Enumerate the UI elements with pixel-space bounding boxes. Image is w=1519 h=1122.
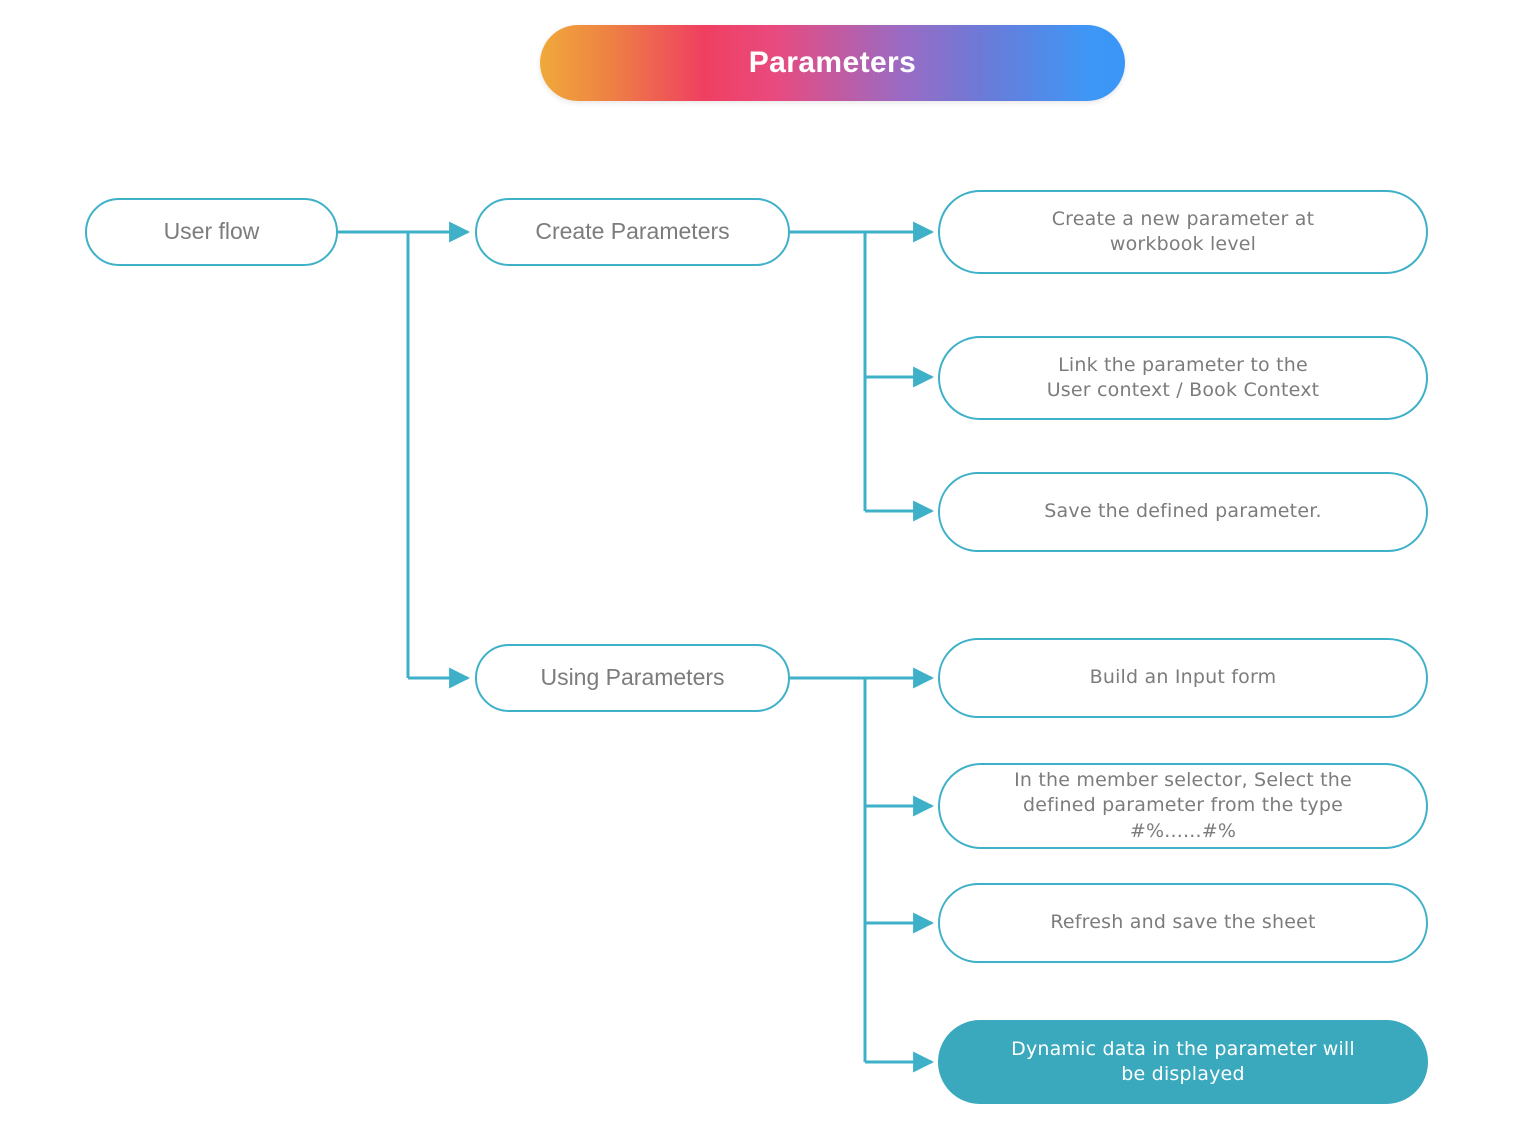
node-using-step-1-label: Build an Input form [1089,666,1277,689]
node-create-step-3[interactable]: Save the defined parameter. [938,472,1428,552]
node-using-step-2-label: In the member selector, Select the defin… [1014,769,1352,842]
page-title-banner: Parameters [540,25,1125,101]
node-create-parameters[interactable]: Create Parameters [475,198,790,266]
node-using-step-3-label: Refresh and save the sheet [1050,911,1316,934]
node-using-step-1[interactable]: Build an Input form [938,638,1428,718]
node-using-step-4[interactable]: Dynamic data in the parameter will be di… [938,1020,1428,1104]
node-using-step-3[interactable]: Refresh and save the sheet [938,883,1428,963]
node-using-step-4-label: Dynamic data in the parameter will be di… [1011,1037,1355,1085]
node-create-step-2[interactable]: Link the parameter to the User context /… [938,336,1428,420]
node-create-step-1-label: Create a new parameter at workbook level [1051,207,1315,255]
node-create-step-2-label: Link the parameter to the User context /… [1046,353,1320,401]
node-user-flow-label: User flow [163,218,260,245]
node-create-parameters-label: Create Parameters [535,218,730,245]
node-using-parameters[interactable]: Using Parameters [475,644,790,712]
node-using-step-2[interactable]: In the member selector, Select the defin… [938,763,1428,849]
page-title: Parameters [748,46,917,79]
node-using-parameters-label: Using Parameters [540,664,725,691]
node-user-flow[interactable]: User flow [85,198,338,266]
node-create-step-3-label: Save the defined parameter. [1044,500,1322,523]
node-create-step-1[interactable]: Create a new parameter at workbook level [938,190,1428,274]
